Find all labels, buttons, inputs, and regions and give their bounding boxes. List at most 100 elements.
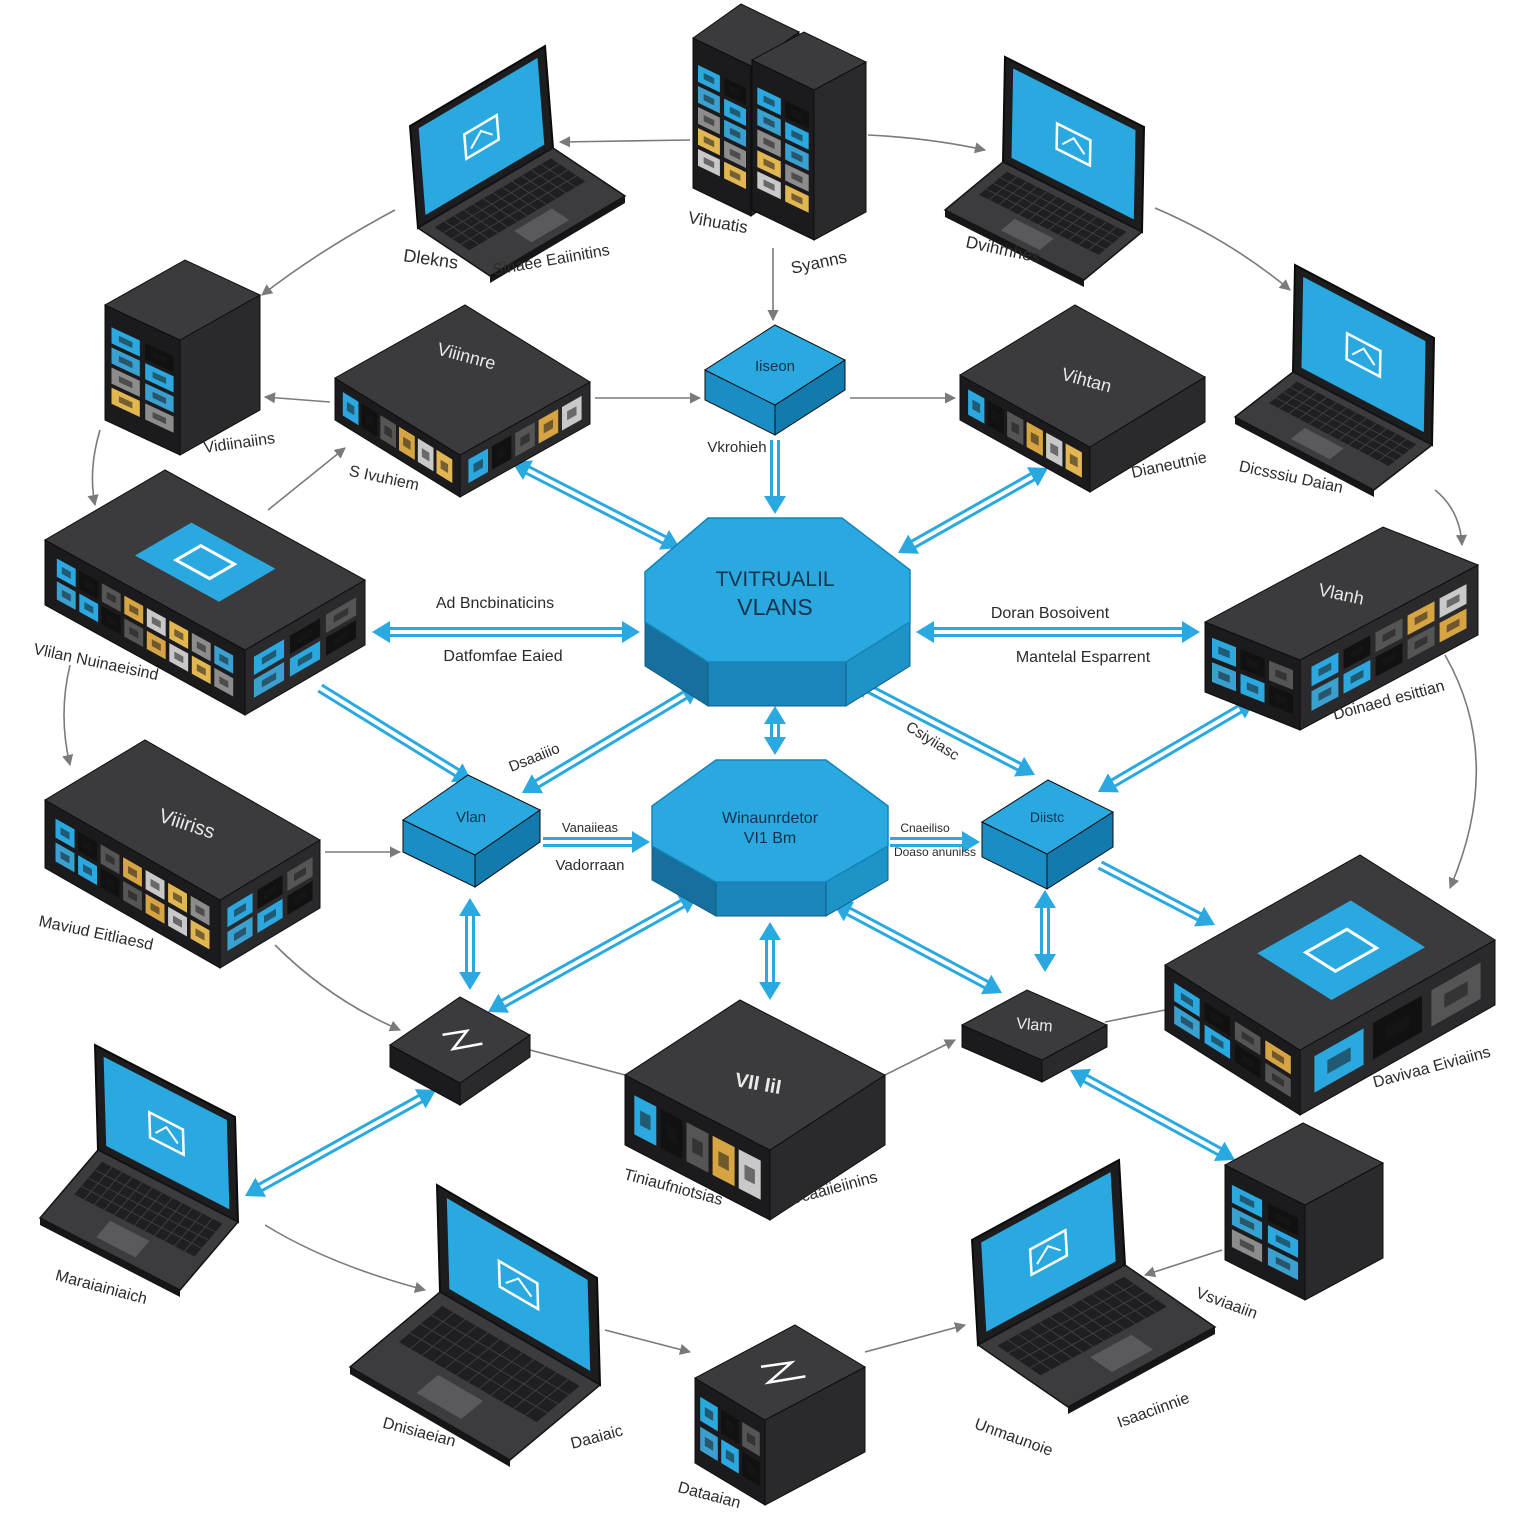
touchpad xyxy=(1290,428,1344,460)
laptop-right xyxy=(1233,263,1436,497)
port-panel xyxy=(757,87,809,213)
labels-datfomfae-text: Datfomfae Eaied xyxy=(443,648,562,665)
devices-right-switch-text: Diistc xyxy=(1030,809,1064,825)
labels-vanaiieas-text: Vanaiieas xyxy=(562,820,619,835)
peripheral-link-arrow xyxy=(62,664,74,767)
rack-switch-left-lower xyxy=(44,739,321,969)
hubs-main-line1-text: TVITRUALIL xyxy=(715,568,834,591)
keyboard xyxy=(399,1306,580,1422)
window-icon xyxy=(1055,121,1092,168)
port-panel xyxy=(56,558,234,697)
window-icon xyxy=(1028,1228,1069,1277)
port-panel xyxy=(698,65,746,189)
vlan-link-arrow xyxy=(759,922,781,1000)
port-panel xyxy=(342,392,453,483)
vlan-links xyxy=(245,440,1255,1197)
peripheral-link-arrow xyxy=(867,134,987,154)
vlan-hub-main xyxy=(644,517,911,707)
port-panel xyxy=(111,327,174,433)
window-icon xyxy=(497,1258,540,1312)
display-panel xyxy=(1257,900,1426,1000)
peripheral-link-arrow xyxy=(263,392,331,404)
devices-right-dark-switch-text: Vlam xyxy=(1015,1015,1053,1035)
server-cube-bottom-right xyxy=(1223,1122,1385,1301)
vlan-link-arrow xyxy=(1098,699,1255,793)
vlan-hub-secondary xyxy=(651,759,889,917)
port-panel xyxy=(700,1396,760,1487)
rack-switch-right xyxy=(1203,526,1480,731)
peripheral-link-arrow xyxy=(1444,654,1478,890)
rack-switch-bottom-center xyxy=(624,999,886,1221)
vlan-link-arrow xyxy=(459,898,481,990)
vlan-link-arrow xyxy=(916,621,1200,643)
keyboard xyxy=(979,171,1127,255)
rack-switch-left-large xyxy=(43,469,367,716)
laptop-top-right xyxy=(943,55,1146,287)
vlan-link-arrow xyxy=(543,831,650,853)
labels-doaso-text: Doaso anuniiss xyxy=(894,845,976,859)
laptop-top-left xyxy=(408,44,627,283)
vlan-link-arrow xyxy=(898,467,1048,554)
vlan-link-arrow xyxy=(1070,1069,1235,1161)
port-panel xyxy=(55,818,210,950)
touchpad xyxy=(1000,218,1054,250)
rack-switch-right-lower xyxy=(1164,854,1496,1116)
peripheral-link-arrow xyxy=(87,429,101,507)
port-panel xyxy=(1212,637,1293,715)
port-panel xyxy=(634,1095,761,1200)
edge-switch-left xyxy=(389,996,531,1106)
keyboard xyxy=(74,1161,223,1257)
labels-vadorraan-text: Vadorraan xyxy=(556,857,625,874)
peripheral-link-arrow xyxy=(1154,207,1291,291)
touchpad xyxy=(1090,1334,1154,1372)
laptop-screen xyxy=(418,57,545,216)
laptop-bottom-left xyxy=(38,1043,240,1297)
window-icon xyxy=(462,113,501,161)
window-icon xyxy=(172,543,238,581)
peripheral-link-arrow xyxy=(264,1224,427,1293)
laptop-screen xyxy=(1011,68,1136,220)
vlan-switch-top xyxy=(703,324,847,436)
window-icon xyxy=(1302,927,1380,973)
peripheral-link-arrow xyxy=(267,447,346,511)
peripheral-link-arrow xyxy=(884,1039,957,1076)
devices xyxy=(38,3,1496,1506)
vlan-link-arrow xyxy=(833,901,1002,995)
laptop-bottom-center xyxy=(348,1183,602,1467)
labels-vkrohieh-text: Vkrohieh xyxy=(707,439,766,456)
labels-ad-bnc-text: Ad Bncbinaticins xyxy=(436,595,554,612)
server-tower-front xyxy=(750,31,868,241)
devices-top-switch-text: Iiseon xyxy=(755,358,795,375)
display-panel xyxy=(135,522,276,602)
vlan-link-arrow xyxy=(512,460,680,550)
rack-switch-upper-left xyxy=(334,304,591,498)
laptop-screen xyxy=(981,1172,1116,1332)
touchpad xyxy=(96,1220,150,1258)
vlan-switch-right xyxy=(980,779,1115,890)
port-panel xyxy=(227,857,313,951)
window-icon xyxy=(147,1110,186,1157)
devices-left-switch-text: Vlan xyxy=(456,809,486,826)
port-panel xyxy=(1174,982,1291,1098)
vlan-link-arrow xyxy=(1034,890,1056,972)
vlan-link-arrow xyxy=(372,621,640,643)
peripheral-link-arrow xyxy=(274,944,402,1032)
keyboard xyxy=(997,1276,1167,1376)
switch-glyph-icon xyxy=(760,1360,806,1385)
server-tower-left xyxy=(103,259,262,456)
peripheral-link-arrow xyxy=(864,1322,967,1353)
labels-cnaeiliso-text: Cnaeiliso xyxy=(900,821,950,835)
vlan-link-arrow xyxy=(1097,860,1215,927)
labels-doran-text: Doran Bosoivent xyxy=(991,605,1110,622)
labels-mantelal-text: Mantelal Esparrent xyxy=(1016,649,1151,666)
laptop-screen xyxy=(446,1198,591,1371)
port-panel xyxy=(1314,962,1481,1093)
peripheral-link-arrow xyxy=(558,136,691,148)
peripheral-link-arrow xyxy=(261,209,396,296)
port-panel xyxy=(1231,1184,1299,1281)
hubs-secondary-line1-text: Winaunrdetor xyxy=(722,810,819,827)
vlan-link-arrow xyxy=(245,1089,436,1197)
hubs-main-line2-text: VLANS xyxy=(737,594,812,620)
rack-switch-upper-right xyxy=(959,304,1206,493)
